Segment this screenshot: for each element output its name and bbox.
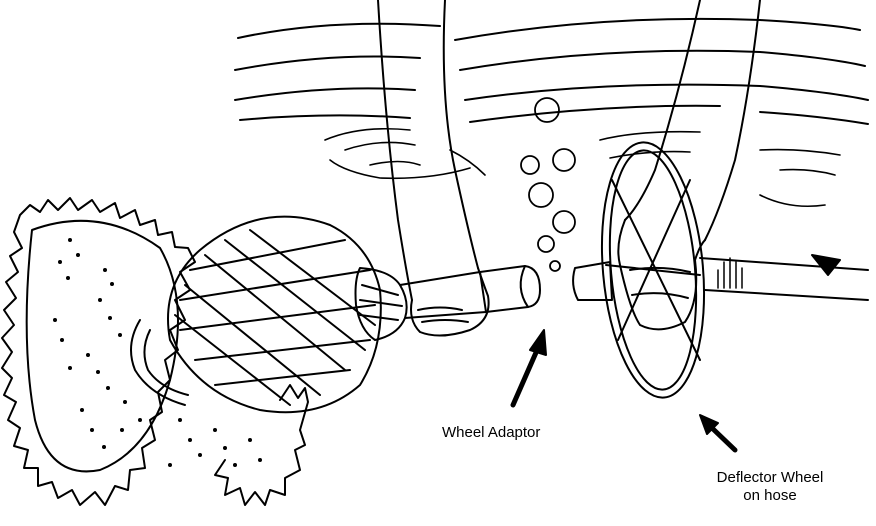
- wheel-adaptor-label: Wheel Adaptor: [442, 424, 540, 442]
- arrow-to-wheel-adaptor: [513, 330, 546, 405]
- deflector-wheel-label-line2: on hose: [680, 487, 860, 505]
- water-ripples: [325, 129, 840, 207]
- left-hand-arm: [378, 0, 489, 336]
- pool-cleaner-body: [131, 217, 407, 413]
- deflector-wheel-label: Deflector Wheel on hose: [680, 469, 860, 505]
- disc-holes: [53, 238, 262, 467]
- air-bubbles: [521, 98, 575, 271]
- deflector-wheel-part: [573, 138, 868, 402]
- hose-shading: [718, 258, 742, 288]
- arrow-to-deflector-wheel: [700, 415, 735, 450]
- water-surface-lines: [235, 19, 868, 124]
- right-hand-arm: [618, 0, 760, 329]
- deflector-wheel-label-line1: Deflector Wheel: [680, 469, 860, 487]
